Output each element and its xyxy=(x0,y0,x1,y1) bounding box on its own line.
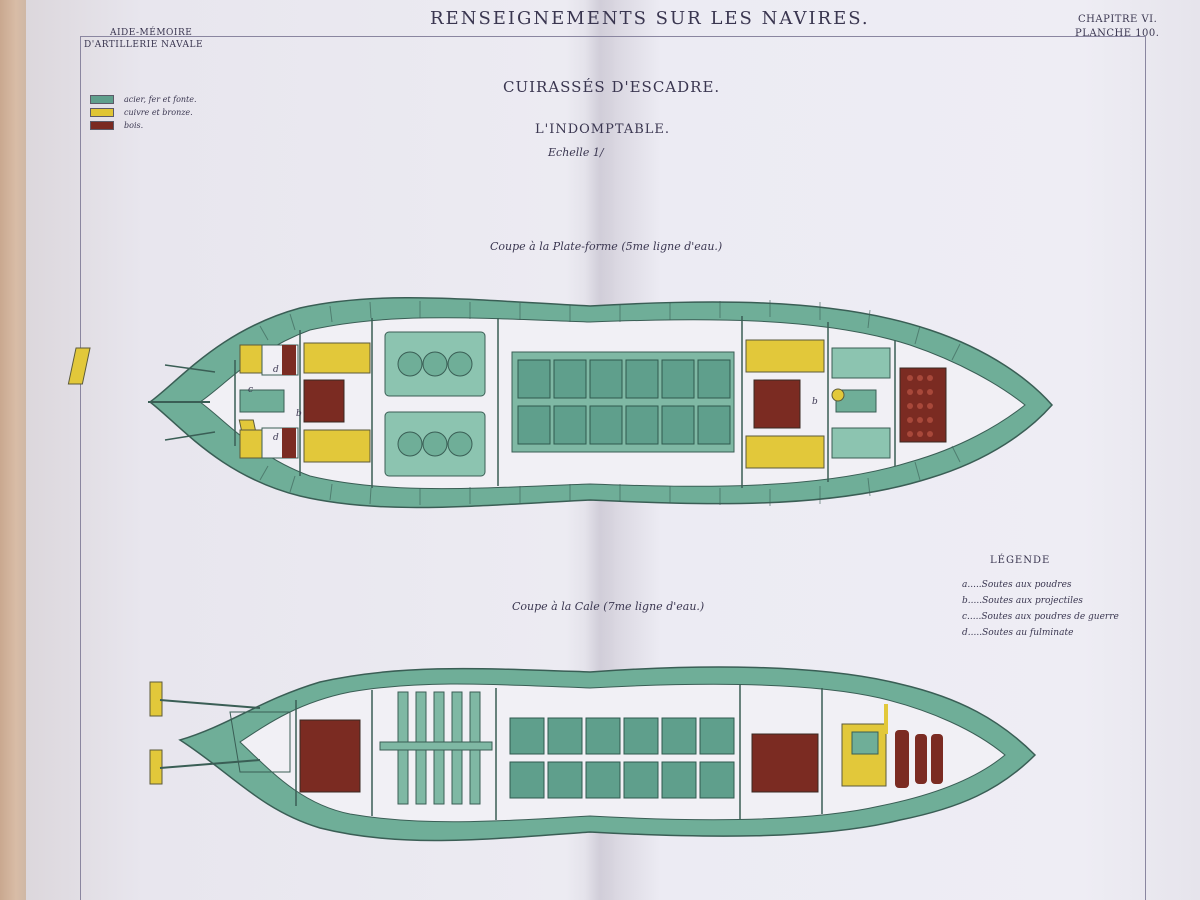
header-plate-number: PLANCHE 100. xyxy=(1075,28,1160,39)
engine-cylinders xyxy=(511,351,735,453)
legend-item: d.....Soutes au fulminate xyxy=(962,628,1074,638)
wood-swatch xyxy=(90,121,114,130)
legend-item: a.....Soutes aux poudres xyxy=(962,580,1072,590)
label-d-upper: d xyxy=(273,365,279,375)
hold-tanks xyxy=(509,717,735,799)
steel-swatch xyxy=(90,95,114,104)
label-c: c xyxy=(248,385,253,395)
ship-hold-drawing xyxy=(149,666,1037,842)
section-title-platform: Coupe à la Plate-forme (5me ligne d'eau.… xyxy=(490,240,723,253)
bulkheads xyxy=(234,316,896,488)
hold-stern-rudder xyxy=(149,681,291,785)
header-left-line-2: D'ARTILLERIE NAVALE xyxy=(84,40,204,50)
hold-forward-machinery xyxy=(841,704,888,787)
scale-label: Echelle 1/ xyxy=(548,146,604,159)
plate-frame xyxy=(80,36,1146,900)
material-key-steel: acier, fer et fonte. xyxy=(90,95,197,104)
hold-bulkheads xyxy=(295,684,823,820)
page-header-title: RENSEIGNEMENTS SUR LES NAVIRES. xyxy=(430,8,870,29)
plate-title: CUIRASSÉS D'ESCADRE. xyxy=(503,78,721,96)
aft-magazines xyxy=(239,342,371,463)
compartment-letters: d c b d b xyxy=(248,365,818,443)
material-key-label: acier, fer et fonte. xyxy=(124,95,197,104)
ship-platform-drawing: d c b d b xyxy=(67,297,1053,509)
material-key-label: bois. xyxy=(124,121,144,130)
header-left-line-1: AIDE-MÉMOIRE xyxy=(110,28,193,38)
hold-aft-magazine xyxy=(299,719,361,793)
legend-title: LÉGENDE xyxy=(990,555,1051,566)
ship-name: L'INDOMPTABLE. xyxy=(535,122,671,137)
forward-magazines xyxy=(745,339,891,469)
boiler-rooms xyxy=(384,331,486,477)
label-d-lower: d xyxy=(273,433,279,443)
material-key-label: cuivre et bronze. xyxy=(124,108,193,117)
hold-forward-magazine xyxy=(751,733,819,793)
label-b-aft: b xyxy=(296,409,302,419)
header-chapter: CHAPITRE VI. xyxy=(1078,14,1158,25)
legend-item: b.....Soutes aux projectiles xyxy=(962,596,1083,606)
hold-bow-shot xyxy=(895,730,943,788)
brass-swatch xyxy=(90,108,114,117)
section-title-hold: Coupe à la Cale (7me ligne d'eau.) xyxy=(512,600,705,613)
hull-ribs xyxy=(259,300,961,506)
material-key-brass: cuivre et bronze. xyxy=(90,108,193,117)
bow-shot-locker xyxy=(899,367,947,443)
label-b-fwd: b xyxy=(812,397,818,407)
hold-shafts xyxy=(379,691,493,805)
legend-item: c.....Soutes aux poudres de guerre xyxy=(962,612,1119,622)
material-key-wood: bois. xyxy=(90,121,143,130)
